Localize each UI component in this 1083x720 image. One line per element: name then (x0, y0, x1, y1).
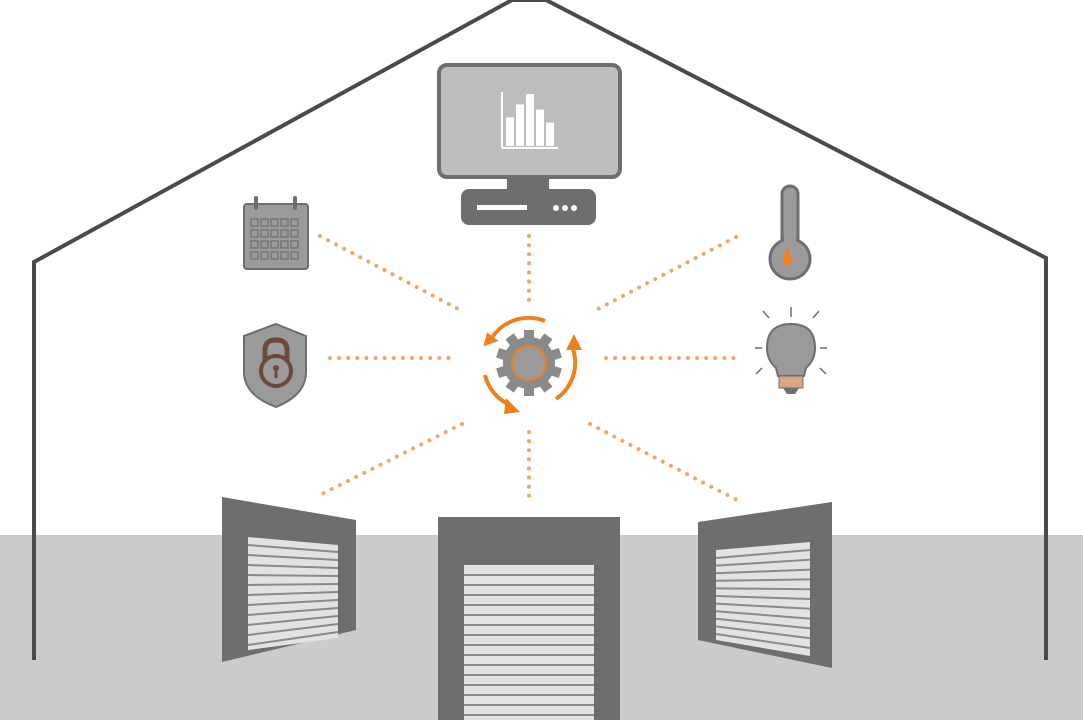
door-slat (715, 610, 811, 620)
line-thermometer (592, 235, 738, 313)
roller-door-left (222, 497, 356, 662)
gear-center (511, 345, 547, 381)
monitor-slot (477, 205, 527, 210)
door-slats-center (464, 574, 594, 716)
shield-lock-icon (243, 322, 307, 409)
monitor-base (461, 189, 596, 225)
door-slat (715, 558, 811, 567)
connection-lines (314, 234, 739, 502)
sync-arrowhead-top (483, 332, 499, 347)
door-slat (247, 583, 339, 586)
gear-sync-icon (483, 315, 582, 414)
chart-bar (516, 104, 524, 146)
calendar-cell (250, 251, 259, 260)
sync-arrowhead-bottom (504, 398, 520, 414)
bulb-glass (765, 322, 817, 377)
calendar-cell (280, 218, 289, 227)
building-outline (32, 0, 1048, 660)
door-slat (715, 595, 811, 600)
calendar-cell (290, 229, 299, 238)
calendar-cell (290, 240, 299, 249)
calendar-cell (250, 229, 259, 238)
thermometer-icon (768, 184, 812, 281)
chart-bar (506, 117, 514, 146)
calendar-cell (280, 240, 289, 249)
door-slat (247, 554, 339, 561)
calendar-cell (270, 218, 279, 227)
chart-bar (536, 109, 544, 146)
calendar-cell (250, 218, 259, 227)
monitor-chart-icon (437, 63, 622, 225)
line-door-left (314, 422, 464, 499)
door-slat (715, 617, 811, 630)
door-slat (715, 549, 811, 559)
calendar-cell (260, 218, 269, 227)
calendar-icon (243, 196, 309, 270)
door-slat (715, 633, 811, 649)
chart-bar (526, 94, 534, 146)
door-slat (247, 615, 339, 626)
door-slats-right (715, 549, 811, 649)
calendar-cell (290, 251, 299, 260)
roller-door-right (698, 502, 832, 668)
roller-door-center (438, 517, 620, 720)
door-slat (247, 623, 339, 636)
door-slat (247, 631, 339, 646)
sync-arrow-right (554, 348, 578, 401)
calendar-cell (270, 251, 279, 260)
door-slat (247, 599, 339, 606)
door-slat (247, 564, 339, 569)
gear-tooth (524, 330, 534, 340)
calendar-cell (280, 229, 289, 238)
calendar-cell (280, 251, 289, 260)
chart-bars (506, 94, 554, 146)
calendar-ring-left (254, 196, 258, 210)
door-slat (247, 591, 339, 596)
thermometer-flame (783, 247, 793, 265)
calendar-cell (270, 240, 279, 249)
door-shutter-center (464, 565, 594, 720)
door-slat (247, 544, 339, 553)
calendar-cell (260, 251, 269, 260)
door-slat (715, 602, 811, 610)
door-slat (715, 587, 811, 591)
bulb-rays (755, 307, 827, 375)
door-slat (715, 578, 811, 582)
door-header-center (438, 517, 620, 561)
calendar-cell (260, 240, 269, 249)
lightbulb-icon (755, 307, 827, 394)
calendar-cell (260, 229, 269, 238)
door-slat (715, 568, 811, 575)
bulb-base (778, 375, 804, 389)
chart-bar (546, 122, 554, 146)
sync-arrowhead-right (566, 334, 582, 350)
door-slat (247, 574, 339, 577)
line-door-right (588, 422, 739, 502)
calendar-cell (250, 240, 259, 249)
door-slats-left (247, 544, 339, 646)
lock-shackle (262, 337, 290, 360)
door-slat (247, 607, 339, 616)
calendar-cell (270, 229, 279, 238)
door-slat (715, 625, 811, 640)
monitor-neck (507, 177, 549, 189)
line-calendar (318, 234, 464, 313)
calendar-grid (250, 218, 299, 260)
gear-tooth (524, 386, 534, 396)
calendar-cell (290, 218, 299, 227)
calendar-ring-right (293, 196, 297, 210)
